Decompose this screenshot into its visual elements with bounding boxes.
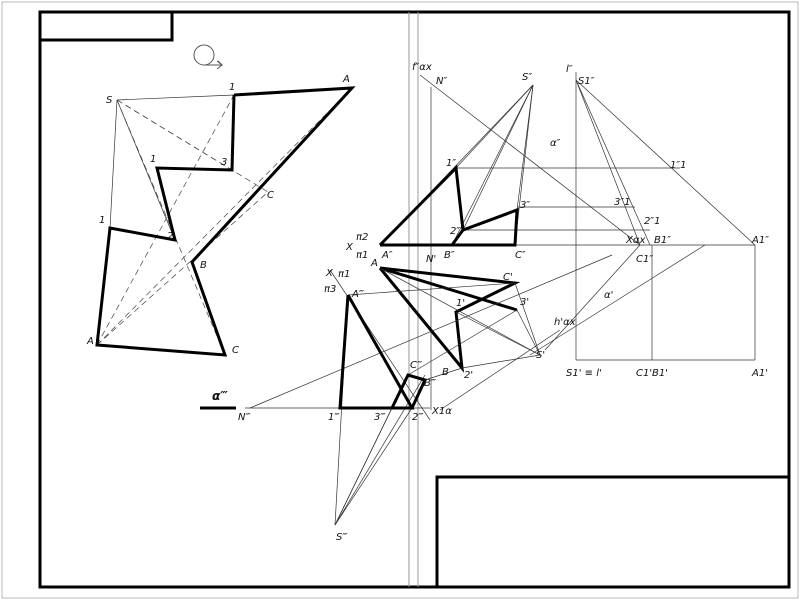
label-sm: S‴ xyxy=(336,532,348,543)
aux-view xyxy=(200,269,518,526)
label-alpha-m: α‴ xyxy=(212,389,228,403)
label-3-1: 3' xyxy=(520,297,529,308)
label-s1-2: S1″ xyxy=(578,76,595,87)
label-a1-1: A1' xyxy=(751,368,768,379)
front-view xyxy=(378,74,680,410)
label-3-12: 3″1 xyxy=(614,197,630,208)
label-x-alpha: Xαx xyxy=(625,235,645,246)
right-view xyxy=(529,72,756,361)
label-c1p: C' xyxy=(503,272,513,283)
label-1-2: 1″ xyxy=(446,158,456,169)
label-b: B xyxy=(200,260,207,271)
label-h0a: h'αx xyxy=(554,317,576,328)
label-b1: B xyxy=(442,367,449,378)
label-b1-2: B1″ xyxy=(654,235,671,246)
label-c-bot: C xyxy=(232,345,239,356)
label-s-left: S xyxy=(106,95,113,106)
label-x1-alpha: X1α xyxy=(431,406,452,417)
label-1a: 1 xyxy=(229,82,235,93)
label-2-1: 2' xyxy=(464,370,473,381)
label-1-12: 1″1 xyxy=(670,160,686,171)
label-pi1: π1 xyxy=(356,250,368,261)
drawing-border xyxy=(38,10,791,589)
label-cm: C‴ xyxy=(410,360,423,371)
top-view xyxy=(249,254,613,411)
label-a-bot: A xyxy=(86,336,94,347)
label-1b: 1 xyxy=(150,154,156,165)
label-2-12: 2″1 xyxy=(644,216,660,227)
left-figure xyxy=(95,86,356,357)
label-a1: A xyxy=(370,258,378,269)
label-a2: A″ xyxy=(381,250,393,261)
label-s1-1: S1' ≡ l' xyxy=(566,368,602,379)
label-axis-x1: X xyxy=(325,268,334,279)
label-1m: 1‴ xyxy=(328,412,340,423)
label-3-2: 3″ xyxy=(520,200,530,211)
label-f0a: f″αx xyxy=(412,62,432,73)
label-axis-x: X xyxy=(345,242,354,253)
label-3m: 3‴ xyxy=(374,412,386,423)
label-1-1: 1' xyxy=(456,298,465,309)
label-n2: N″ xyxy=(436,76,447,87)
label-n1: N' xyxy=(426,254,436,265)
label-a-top: A xyxy=(342,74,350,85)
label-a1-2: A1″ xyxy=(751,235,769,246)
label-pi3: π3 xyxy=(324,284,336,295)
label-c2: C″ xyxy=(515,250,526,261)
label-b2: B″ xyxy=(444,250,455,261)
label-pi2: π2 xyxy=(356,232,368,243)
label-2: 2 xyxy=(167,231,173,242)
label-s1: S' xyxy=(536,350,545,361)
label-c1-2: C1″ xyxy=(636,254,653,265)
corner-stub xyxy=(40,12,174,42)
rotation-symbol-icon xyxy=(193,44,224,70)
label-3: 3 xyxy=(221,157,227,168)
label-1c: 1 xyxy=(99,215,105,226)
label-2m: 2‴ xyxy=(412,412,424,423)
label-2-2: 2″ xyxy=(450,226,460,237)
label-c1-1: C1' xyxy=(636,368,652,379)
label-b1-1: B1' xyxy=(652,368,668,379)
label-s2: S″ xyxy=(522,72,532,83)
label-l2: l″ xyxy=(566,64,573,75)
label-alpha2: α″ xyxy=(550,138,561,149)
label-pi1b: π1 xyxy=(338,269,350,280)
label-alpha1: α' xyxy=(604,290,613,301)
label-am: A‴ xyxy=(351,289,365,300)
label-nm: N‴ xyxy=(238,412,251,423)
label-c-mid: C xyxy=(267,190,274,201)
title-block-frame xyxy=(435,475,789,587)
label-bm: B‴ xyxy=(424,378,437,389)
